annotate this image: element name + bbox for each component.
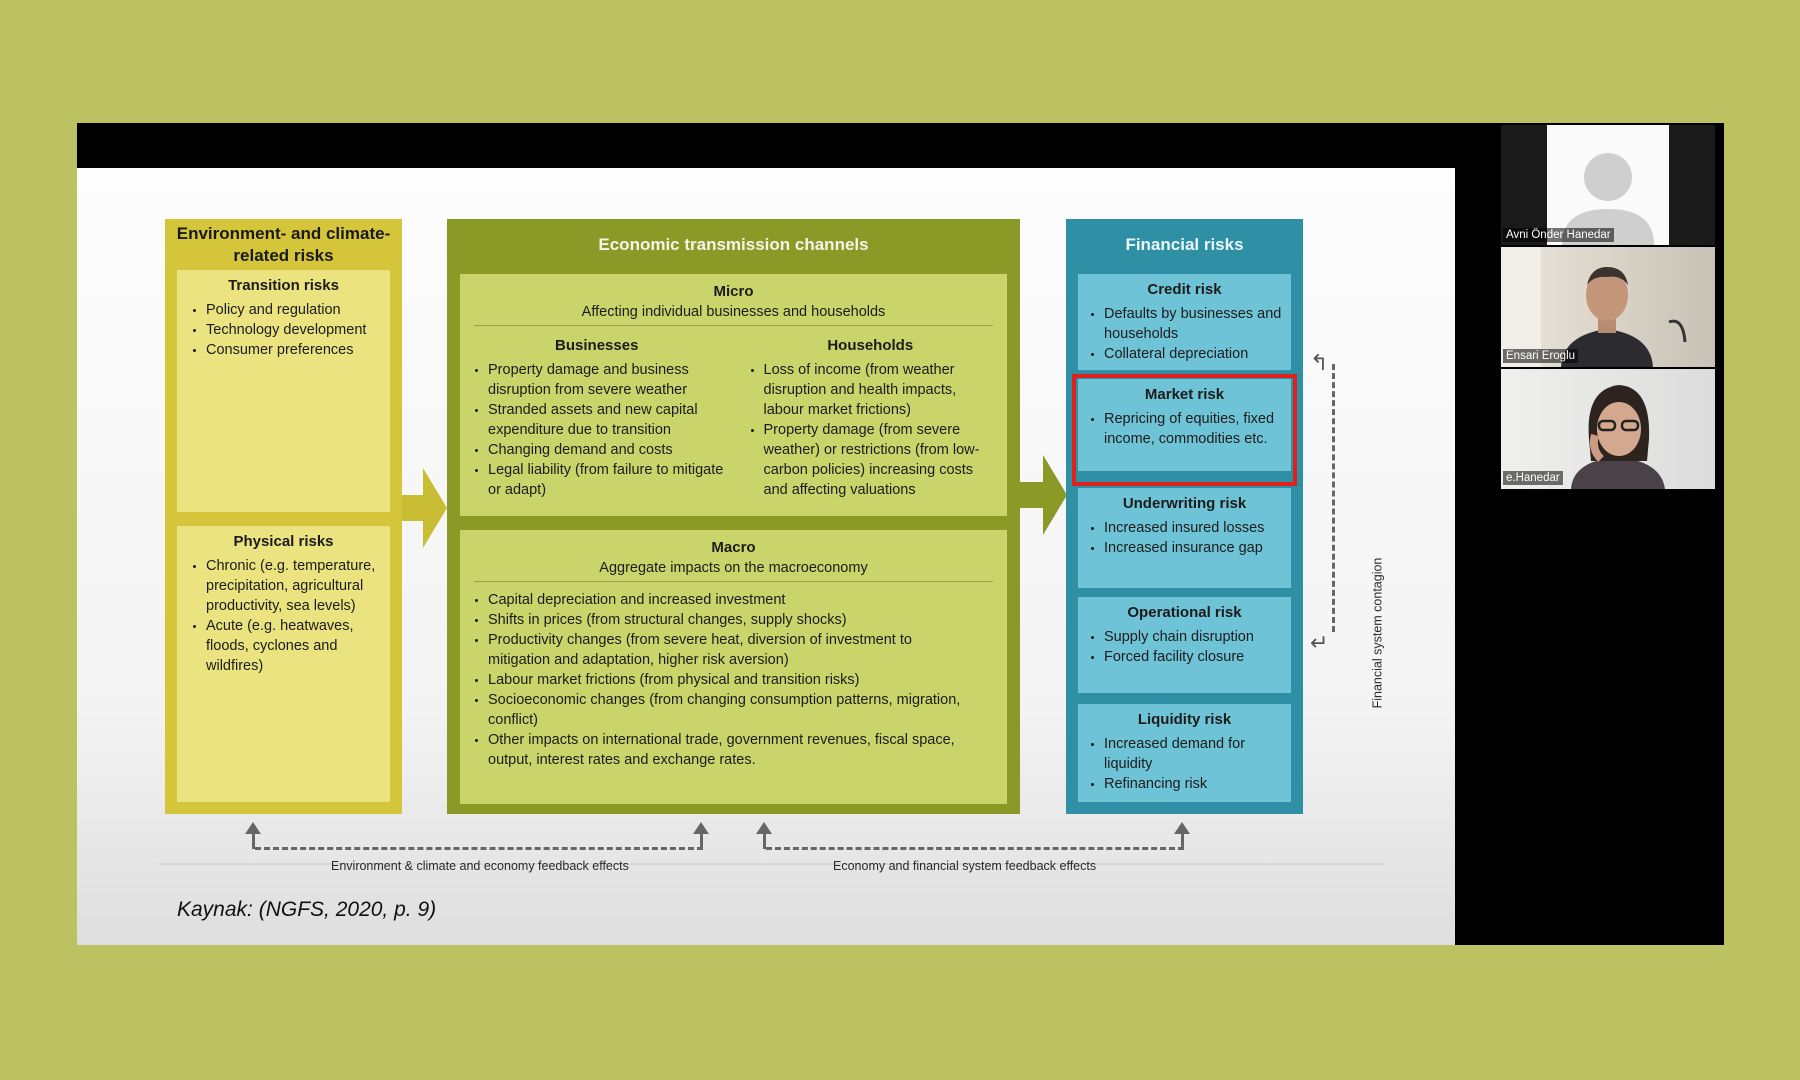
underwriting-risk-title: Underwriting risk bbox=[1078, 494, 1291, 514]
physical-risks-title: Physical risks bbox=[177, 532, 390, 552]
contagion-arrow-bottom-icon: ↵ bbox=[1310, 632, 1328, 654]
underwriting-risk-box: Underwriting risk Increased insured loss… bbox=[1078, 488, 1291, 588]
list-item: Legal liability (from failure to mitigat… bbox=[488, 460, 728, 500]
contagion-dashed-line bbox=[1332, 364, 1335, 632]
households-title: Households bbox=[734, 336, 1008, 356]
households-group: Households Loss of income (from weather … bbox=[734, 332, 1008, 500]
market-risk-highlight bbox=[1072, 374, 1297, 486]
list-item: Consumer preferences bbox=[206, 340, 384, 360]
credit-risk-title: Credit risk bbox=[1078, 280, 1291, 300]
liquidity-risk-list: Increased demand for liquidity Refinanci… bbox=[1078, 734, 1291, 794]
list-item: Socioeconomic changes (from changing con… bbox=[488, 690, 967, 730]
list-item: Productivity changes (from severe heat, … bbox=[488, 630, 967, 670]
physical-risks-list: Chronic (e.g. temperature, precipitation… bbox=[177, 556, 390, 676]
list-item: Increased insurance gap bbox=[1104, 538, 1285, 558]
list-item: Other impacts on international trade, go… bbox=[488, 730, 967, 770]
micro-title: Micro bbox=[460, 282, 1007, 302]
transmission-arrow-icon bbox=[1043, 455, 1067, 535]
list-item: Policy and regulation bbox=[206, 300, 384, 320]
operational-risk-box: Operational risk Supply chain disruption… bbox=[1078, 597, 1291, 693]
arrow-stem bbox=[402, 495, 424, 521]
list-item: Refinancing risk bbox=[1104, 774, 1285, 794]
economic-column: Economic transmission channels Micro Aff… bbox=[447, 219, 1020, 814]
feedback-up-arrow-icon bbox=[1174, 822, 1190, 834]
list-item: Property damage (from severe weather) or… bbox=[764, 420, 994, 500]
businesses-list: Property damage and business disruption … bbox=[460, 360, 734, 500]
macro-title: Macro bbox=[460, 538, 1007, 558]
credit-risk-box: Credit risk Defaults by businesses and h… bbox=[1078, 274, 1291, 370]
transition-risks-box: Transition risks Policy and regulation T… bbox=[177, 270, 390, 512]
feedback-up-arrow-icon bbox=[693, 822, 709, 834]
macro-box: Macro Aggregate impacts on the macroecon… bbox=[460, 530, 1007, 804]
environment-title: Environment- and climate-related risks bbox=[165, 223, 402, 267]
feedback-connector bbox=[1181, 832, 1184, 849]
participant-name: Ensari Eroglu bbox=[1503, 349, 1578, 363]
participant-tile[interactable]: e.Hanedar bbox=[1501, 369, 1715, 489]
macro-list: Capital depreciation and increased inves… bbox=[460, 590, 1007, 770]
operational-risk-title: Operational risk bbox=[1078, 603, 1291, 623]
liquidity-risk-box: Liquidity risk Increased demand for liqu… bbox=[1078, 704, 1291, 802]
list-item: Changing demand and costs bbox=[488, 440, 728, 460]
operational-risk-list: Supply chain disruption Forced facility … bbox=[1078, 627, 1291, 667]
participant-tile[interactable]: Ensari Eroglu bbox=[1501, 247, 1715, 367]
physical-risks-box: Physical risks Chronic (e.g. temperature… bbox=[177, 526, 390, 802]
financial-title: Financial risks bbox=[1066, 234, 1303, 256]
list-item: Labour market frictions (from physical a… bbox=[488, 670, 967, 690]
transmission-arrow-icon bbox=[423, 468, 447, 548]
households-list: Loss of income (from weather disruption … bbox=[734, 360, 1008, 500]
list-item: Technology development bbox=[206, 320, 384, 340]
list-item: Property damage and business disruption … bbox=[488, 360, 728, 400]
transition-risks-title: Transition risks bbox=[177, 276, 390, 296]
list-item: Chronic (e.g. temperature, precipitation… bbox=[206, 556, 384, 616]
liquidity-risk-title: Liquidity risk bbox=[1078, 710, 1291, 730]
feedback-dashed-line bbox=[766, 847, 1184, 850]
meeting-window: Environment- and climate-related risks T… bbox=[77, 123, 1724, 945]
list-item: Increased demand for liquidity bbox=[1104, 734, 1285, 774]
micro-box: Micro Affecting individual businesses an… bbox=[460, 274, 1007, 516]
list-item: Forced facility closure bbox=[1104, 647, 1285, 667]
list-item: Acute (e.g. heatwaves, floods, cyclones … bbox=[206, 616, 384, 676]
feedback-connector bbox=[700, 832, 703, 849]
list-item: Defaults by businesses and households bbox=[1104, 304, 1285, 344]
micro-subtitle: Affecting individual businesses and hous… bbox=[460, 302, 1007, 322]
list-item: Shifts in prices (from structural change… bbox=[488, 610, 967, 630]
list-item: Collateral depreciation bbox=[1104, 344, 1285, 364]
avatar-icon bbox=[1547, 125, 1669, 245]
list-item: Increased insured losses bbox=[1104, 518, 1285, 538]
environment-column: Environment- and climate-related risks T… bbox=[165, 219, 402, 814]
businesses-title: Businesses bbox=[460, 336, 734, 356]
shared-slide: Environment- and climate-related risks T… bbox=[77, 168, 1455, 945]
list-item: Supply chain disruption bbox=[1104, 627, 1285, 647]
macro-subtitle: Aggregate impacts on the macroeconomy bbox=[460, 558, 1007, 578]
divider bbox=[474, 325, 993, 326]
divider bbox=[474, 581, 993, 582]
participant-name: e.Hanedar bbox=[1503, 471, 1563, 485]
participant-name: Avni Önder Hanedar bbox=[1503, 228, 1614, 242]
divider bbox=[159, 863, 1384, 865]
contagion-label: Financial system contagion bbox=[1370, 558, 1384, 709]
credit-risk-list: Defaults by businesses and households Co… bbox=[1078, 304, 1291, 364]
list-item: Capital depreciation and increased inves… bbox=[488, 590, 967, 610]
feedback-right-label: Economy and financial system feedback ef… bbox=[833, 859, 1096, 873]
feedback-dashed-line bbox=[255, 847, 703, 850]
businesses-group: Businesses Property damage and business … bbox=[460, 332, 734, 500]
feedback-left-label: Environment & climate and economy feedba… bbox=[331, 859, 629, 873]
list-item: Stranded assets and new capital expendit… bbox=[488, 400, 728, 440]
source-citation: Kaynak: (NGFS, 2020, p. 9) bbox=[177, 898, 436, 922]
economic-title: Economic transmission channels bbox=[447, 234, 1020, 256]
micro-split: Businesses Property damage and business … bbox=[460, 332, 1007, 500]
contagion-arrow-top-icon: ↰ bbox=[1310, 352, 1328, 374]
arrow-stem bbox=[1020, 482, 1044, 508]
underwriting-risk-list: Increased insured losses Increased insur… bbox=[1078, 518, 1291, 558]
list-item: Loss of income (from weather disruption … bbox=[764, 360, 994, 420]
transition-risks-list: Policy and regulation Technology develop… bbox=[177, 300, 390, 360]
financial-column: Financial risks Credit risk Defaults by … bbox=[1066, 219, 1303, 814]
participant-tile[interactable]: Avni Önder Hanedar bbox=[1501, 125, 1715, 245]
avatar-placeholder bbox=[1547, 125, 1669, 245]
